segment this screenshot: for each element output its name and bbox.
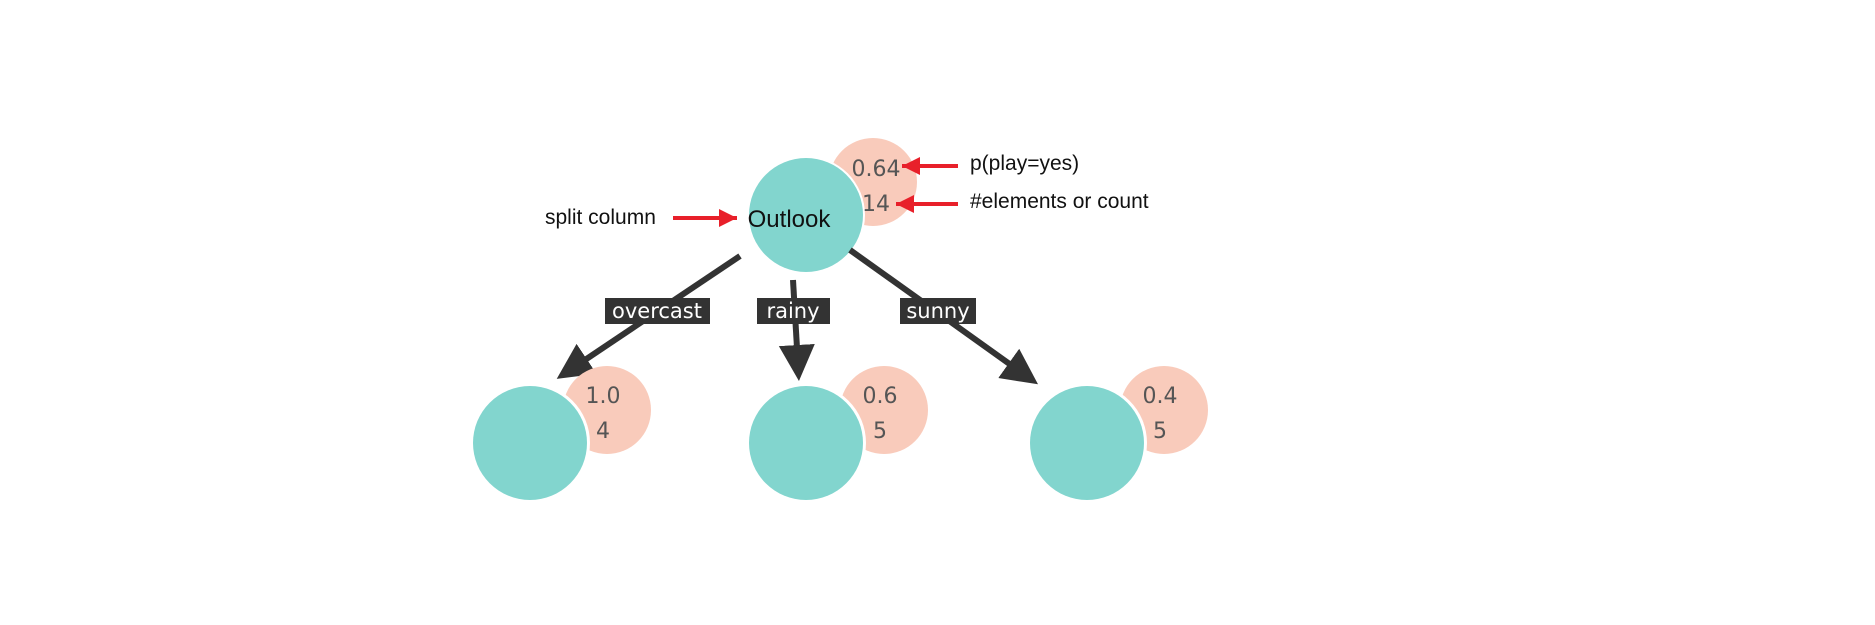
edge-label-bg-overcast [605,298,710,324]
root-node: Outlook 0.64 14 [747,138,917,274]
child-count-value-sunny: 5 [1153,419,1167,444]
annotation-split-column: split column [545,206,737,229]
annotation-p-yes: p(play=yes) [902,152,1079,175]
annotation-p-yes-text: p(play=yes) [970,152,1079,175]
child-node-sunny: 0.4 5 [1027,366,1208,503]
edge-sunny: sunny [848,247,1039,385]
child-node-overcast: 1.0 4 [470,366,651,503]
child-p-yes-value-rainy: 0.6 [863,384,898,409]
edge-label-rainy: rainy [766,299,819,323]
child-split-circle-rainy [749,386,863,500]
child-split-circle-overcast [473,386,587,500]
child-count-value-overcast: 4 [596,419,610,444]
root-count-value: 14 [862,192,890,217]
child-p-yes-value-sunny: 0.4 [1143,384,1178,409]
edge-label-bg-rainy [757,298,830,324]
annotation-split-column-text: split column [545,206,656,229]
edge-label-bg-sunny [900,298,976,324]
child-split-circle-sunny [1030,386,1144,500]
annotation-count-text: #elements or count [970,190,1149,213]
edge-label-overcast: overcast [612,299,702,323]
edge-label-sunny: sunny [906,299,969,323]
root-split-column-label: Outlook [748,206,832,233]
child-count-value-rainy: 5 [873,419,887,444]
edge-overcast: overcast [556,253,742,379]
root-p-yes-value: 0.64 [852,157,901,182]
child-node-rainy: 0.6 5 [746,366,928,503]
child-p-yes-value-overcast: 1.0 [586,384,621,409]
annotation-count: #elements or count [896,190,1149,213]
edge-rainy: rainy [757,279,830,381]
root-split-circle [749,158,863,272]
